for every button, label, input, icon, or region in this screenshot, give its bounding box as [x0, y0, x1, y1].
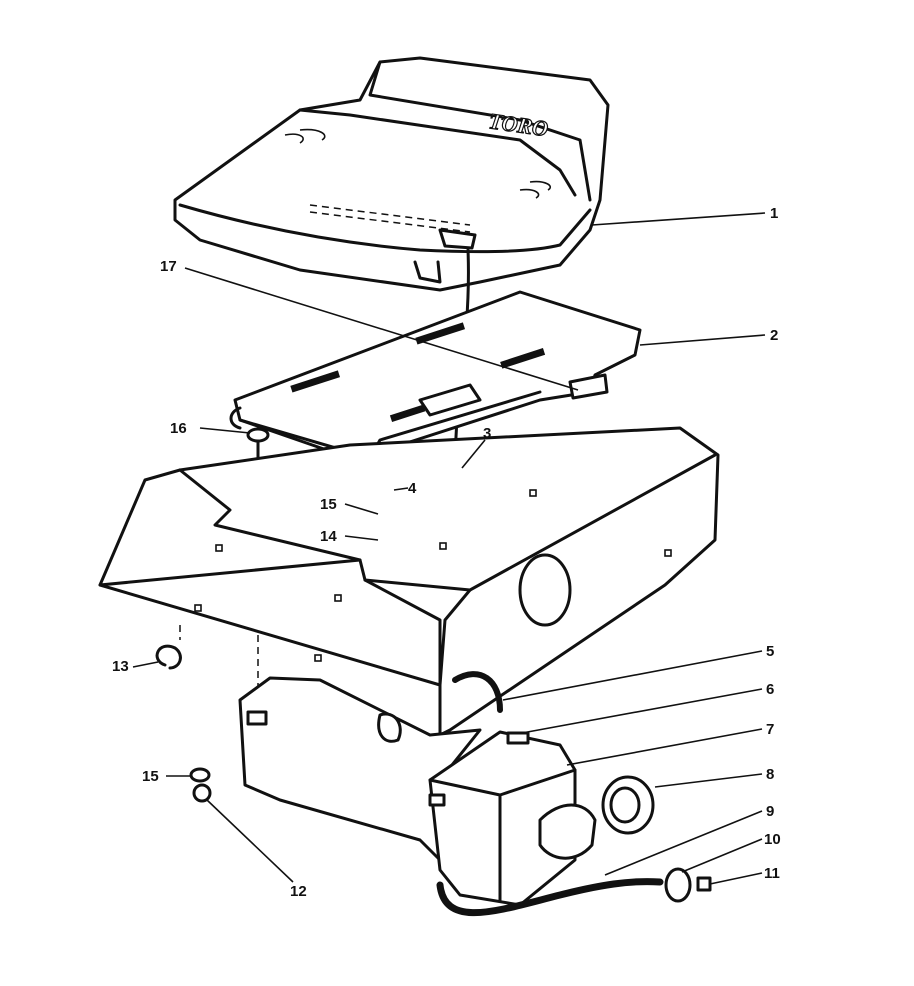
vent-hose: [452, 671, 503, 713]
callout-8: 8: [766, 766, 774, 783]
callout-1: 1: [770, 205, 778, 222]
hose-clamp: [696, 876, 712, 892]
callout-13: 13: [112, 658, 129, 675]
fuel-cap: [601, 775, 655, 835]
assembly-line: [179, 625, 259, 720]
callout-5: 5: [766, 643, 774, 660]
seat-housing: [98, 426, 720, 737]
callout-16: 16: [170, 420, 187, 437]
callout-11: 11: [764, 865, 780, 882]
callout-2: 2: [770, 327, 778, 344]
callout-15b: 15: [142, 768, 159, 785]
callout-9: 9: [766, 803, 774, 820]
callout-3: 3: [483, 425, 491, 442]
callout-17: 17: [160, 258, 177, 275]
callout-14: 14: [320, 528, 337, 545]
callout-7: 7: [766, 721, 774, 738]
fuel-tank: [238, 676, 597, 907]
fuel-filter: [664, 867, 692, 903]
leader-lines: [132, 212, 766, 885]
callout-4: 4: [408, 480, 417, 497]
callout-10: 10: [764, 831, 781, 848]
callout-15a: 15: [320, 496, 337, 513]
bushing: [192, 783, 212, 803]
seat: TORO: [173, 56, 610, 292]
callout-12: 12: [290, 883, 307, 900]
fuel-line: [436, 878, 664, 917]
callout-6: 6: [766, 681, 774, 698]
washer: [189, 767, 211, 783]
retaining-clip: [155, 644, 182, 670]
